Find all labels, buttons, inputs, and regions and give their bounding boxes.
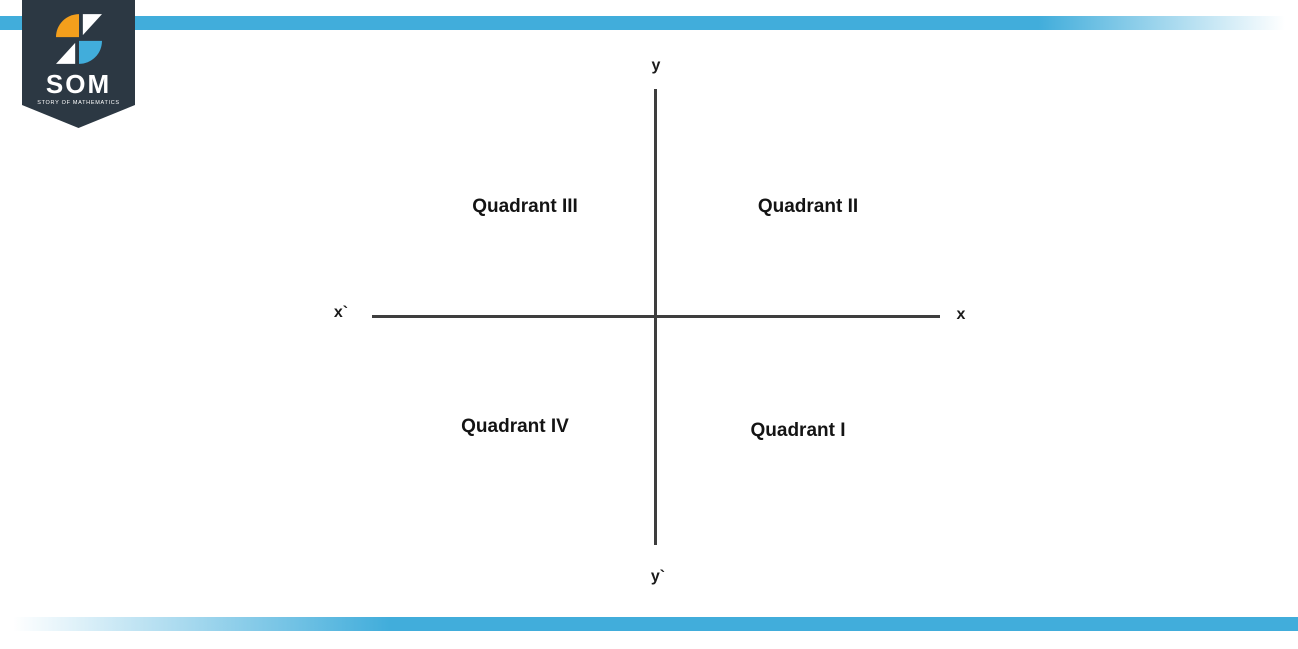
pinwheel-white-top-triangle [82, 14, 102, 36]
quadrant-ii-label: Quadrant II [757, 196, 859, 217]
pinwheel-orange-quarter [55, 14, 79, 38]
top-accent-bar [0, 16, 1298, 30]
brand-banner: SOM STORY OF MATHEMATICS [22, 0, 135, 128]
x-axis-right-label: x [956, 306, 966, 323]
y-axis-top-label: y [651, 57, 661, 74]
pinwheel-white-bottom-triangle [55, 42, 75, 64]
quadrant-iv-label: Quadrant IV [461, 416, 569, 437]
som-pinwheel-icon [55, 14, 102, 69]
bottom-accent-bar [0, 617, 1298, 631]
x-axis-line [372, 315, 940, 318]
quadrant-iii-label: Quadrant III [472, 196, 578, 217]
quadrant-i-label: Quadrant I [750, 420, 846, 441]
brand-tagline: STORY OF MATHEMATICS [37, 100, 120, 106]
x-axis-left-label: x` [333, 304, 349, 321]
y-axis-bottom-label: y` [650, 568, 666, 585]
brand-name: SOM [45, 69, 112, 99]
pinwheel-blue-quarter [78, 40, 102, 64]
